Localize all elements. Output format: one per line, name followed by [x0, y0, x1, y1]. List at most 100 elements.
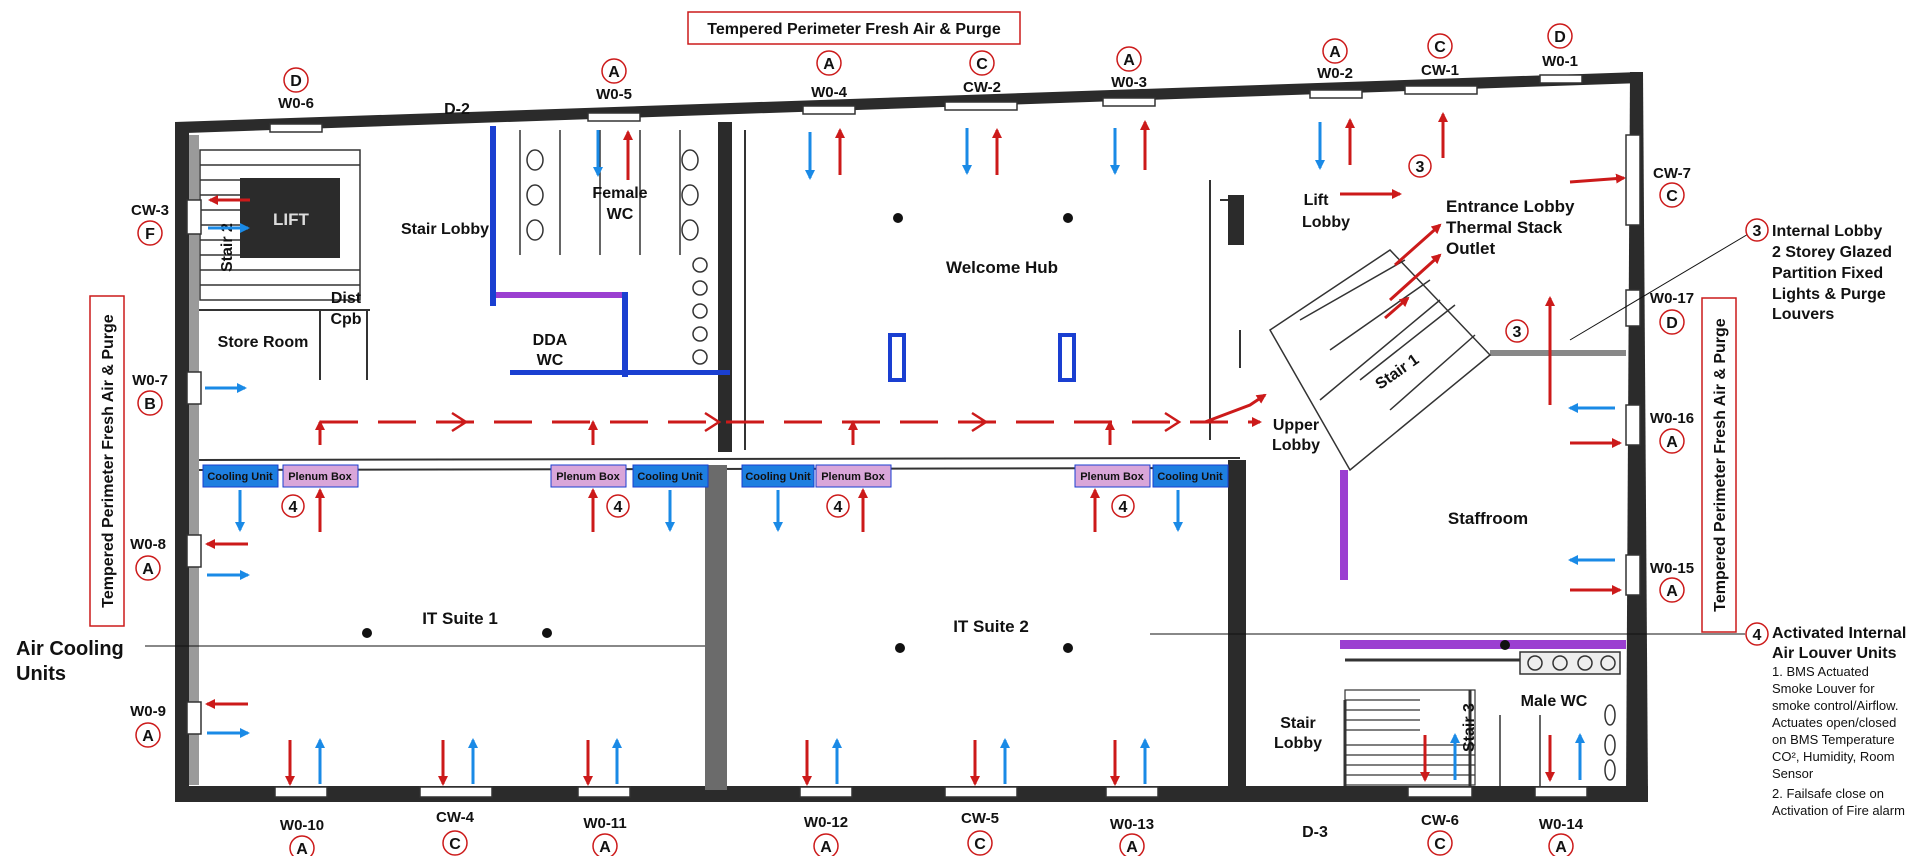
staffroom-label: Staffroom — [1448, 509, 1528, 528]
window-tag: CW-4C — [419, 786, 493, 856]
window-tag: W0-6D — [269, 67, 323, 133]
window-type-letter: C — [1666, 188, 1678, 205]
window-type-badge — [592, 833, 618, 856]
svg-text:4: 4 — [1119, 499, 1128, 516]
room-labels: Stair Lobby Female WC Store Room Dist Cp… — [218, 101, 1588, 841]
window-id-label: W0-6 — [278, 95, 314, 112]
window-opening — [186, 199, 202, 235]
window-opening — [269, 123, 323, 133]
svg-text:Louvers: Louvers — [1772, 306, 1834, 323]
stair-2 — [199, 149, 361, 301]
window-opening — [419, 786, 493, 798]
window-id-label: W0-15 — [1650, 560, 1694, 577]
window-id-label: W0-9 — [130, 703, 166, 720]
window-tag: W0-16A — [1625, 404, 1694, 454]
svg-text:on BMS Temperature: on BMS Temperature — [1772, 732, 1895, 747]
window-opening — [1625, 404, 1641, 446]
window-type-badge — [1427, 33, 1453, 59]
window-tag: W0-9A — [130, 701, 202, 748]
window-id-label: CW-5 — [961, 810, 999, 827]
window-type-badge — [1659, 309, 1685, 335]
window-type-badge — [813, 833, 839, 856]
right-banner-text: Tempered Perimeter Fresh Air & Purge — [1712, 318, 1729, 612]
welcome-hub-label: Welcome Hub — [946, 258, 1058, 277]
unit-markers: 4 4 4 4 — [281, 494, 1135, 518]
window-tag: W0-7B — [132, 371, 202, 416]
left-banner: Tempered Perimeter Fresh Air & Purge — [89, 295, 125, 627]
svg-text:Lights & Purge: Lights & Purge — [1772, 286, 1886, 303]
female-wc-label: Female — [592, 185, 647, 202]
window-opening — [1105, 786, 1159, 798]
window-opening — [1625, 289, 1641, 327]
window-opening — [1534, 786, 1588, 798]
window-type-letter: A — [1666, 583, 1678, 600]
window-opening — [944, 101, 1018, 111]
window-type-badge — [967, 830, 993, 856]
window-opening — [186, 371, 202, 405]
female-wc-cubicles — [519, 130, 708, 365]
window-type-letter: A — [1666, 434, 1678, 451]
svg-text:2 Storey Glazed: 2 Storey Glazed — [1772, 244, 1892, 261]
window-tag: W0-13A — [1105, 786, 1159, 856]
window-id-label: W0-11 — [583, 815, 626, 832]
window-type-badge — [601, 58, 627, 84]
door-d3-label: D-3 — [1302, 824, 1328, 841]
it-suite-1-label: IT Suite 1 — [422, 609, 498, 628]
right-banner: Tempered Perimeter Fresh Air & Purge — [1701, 297, 1737, 633]
window-id-label: W0-8 — [130, 536, 166, 553]
window-tag: W0-1D — [1539, 23, 1583, 84]
unit-group-2: Plenum Box Cooling Unit — [550, 464, 709, 488]
window-type-letter: A — [1123, 52, 1135, 69]
window-type-letter: C — [1434, 836, 1446, 853]
window-type-letter: C — [976, 56, 988, 73]
callout-louver-units: 4 Activated Internal Air Louver Units 1.… — [1150, 622, 1906, 818]
plenum-box-label: Plenum Box — [821, 471, 885, 483]
lift-label: LIFT — [273, 210, 309, 229]
window-tag: CW-1C — [1404, 33, 1478, 95]
window-type-badge — [137, 220, 163, 246]
window-type-badge — [1116, 46, 1142, 72]
corridor-turn-flow — [1204, 393, 1267, 424]
supply-arrows — [205, 112, 1626, 786]
callout-internal-lobby: 3 Internal Lobby 2 Storey Glazed Partiti… — [1569, 218, 1892, 341]
riser-ducts — [888, 195, 1244, 382]
window-id-label: W0-14 — [1539, 816, 1584, 833]
window-id-label: W0-4 — [811, 84, 847, 101]
svg-text:CO², Humidity, Room: CO², Humidity, Room — [1772, 749, 1895, 764]
svg-text:3: 3 — [1753, 223, 1762, 240]
window-id-label: CW-7 — [1653, 165, 1691, 182]
window-tag: CW-5C — [944, 786, 1018, 856]
svg-text:4: 4 — [1753, 627, 1762, 644]
cooling-unit-label: Cooling Unit — [637, 471, 703, 483]
svg-text:4: 4 — [289, 499, 298, 516]
plenum-box-label: Plenum Box — [288, 471, 352, 483]
window-opening — [1309, 89, 1363, 99]
window-type-letter: C — [974, 836, 986, 853]
window-id-label: CW-3 — [131, 202, 169, 219]
svg-text:Lobby: Lobby — [1272, 437, 1320, 454]
cooling-unit-label: Cooling Unit — [745, 471, 811, 483]
window-tag: W0-10A — [274, 786, 328, 856]
dist-cpb-label: Dist — [331, 290, 362, 307]
columns — [362, 213, 1510, 653]
window-type-badge — [1427, 830, 1453, 856]
male-wc-fixtures — [1499, 651, 1621, 786]
window-opening — [1404, 85, 1478, 95]
stair-1 — [1269, 249, 1492, 472]
window-id-label: CW-2 — [963, 79, 1001, 96]
window-type-letter: A — [608, 64, 620, 81]
svg-text:Sensor: Sensor — [1772, 766, 1814, 781]
window-tag: CW-3F — [131, 199, 202, 246]
window-type-letter: D — [1666, 315, 1678, 332]
window-tag: W0-3A — [1102, 46, 1156, 107]
lift-shaft: LIFT — [240, 178, 340, 258]
cooling-unit-label: Cooling Unit — [207, 471, 273, 483]
window-type-letter: A — [820, 839, 832, 856]
door-d2-label: D-2 — [444, 101, 470, 118]
window-tag: W0-12A — [799, 786, 853, 856]
svg-text:3: 3 — [1416, 159, 1425, 176]
window-opening — [577, 786, 631, 798]
window-tag: W0-4A — [802, 50, 856, 115]
dda-wc-label: DDA — [533, 332, 568, 349]
